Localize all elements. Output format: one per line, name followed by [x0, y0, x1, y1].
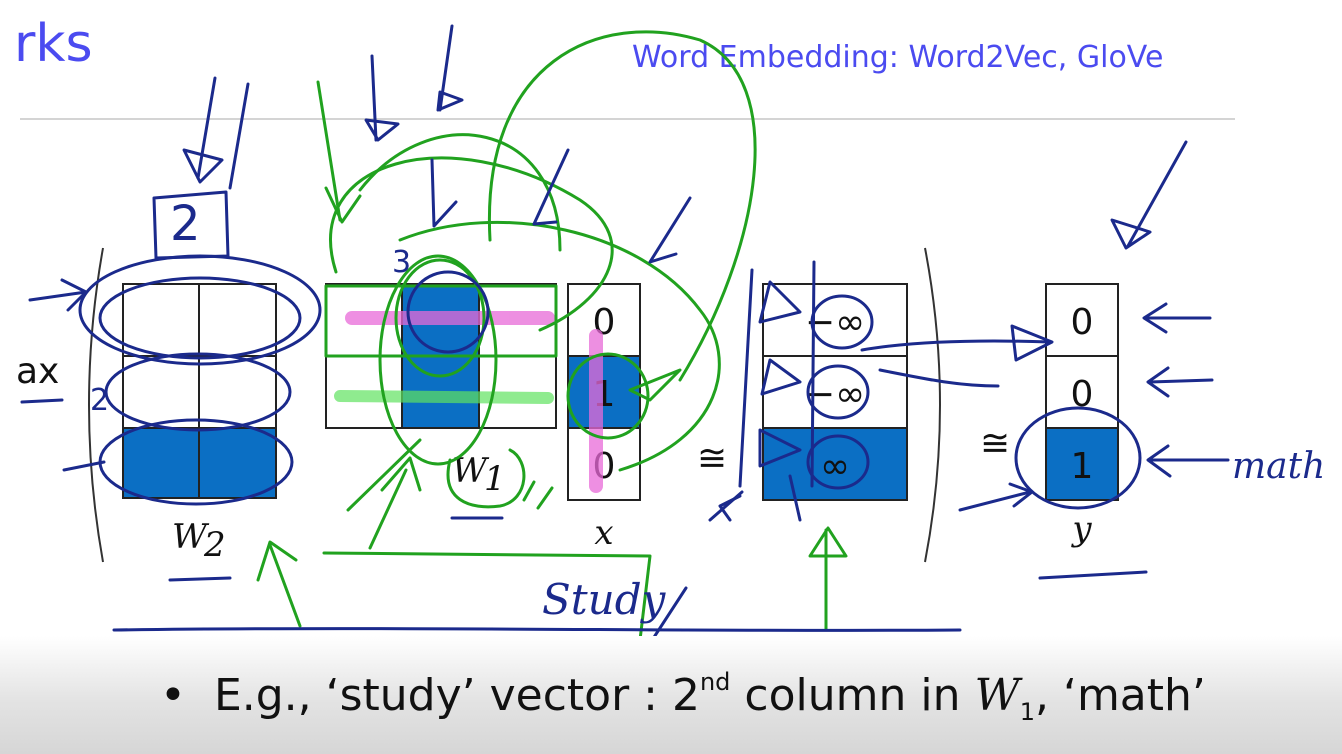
- bottom-band: [0, 636, 1342, 754]
- y-frame: [1045, 283, 1119, 501]
- handwritten-two: 2: [170, 196, 201, 252]
- w2-label-sub: 2: [203, 525, 226, 565]
- bullet-ordinal: nd: [699, 668, 731, 696]
- green-ink-annotations: [256, 30, 848, 642]
- w2-matrix: W 2: [122, 283, 277, 565]
- right-paren: [924, 247, 941, 563]
- x-label: x: [594, 513, 613, 553]
- handwritten-two-left: 2: [90, 383, 109, 418]
- y-vector: 0 0 1 y: [1045, 283, 1119, 549]
- bullet-mid: column in: [730, 670, 975, 721]
- y-value: 0: [1071, 302, 1094, 343]
- bullet-prefix: E.g., ‘study’ vector : 2: [213, 670, 700, 721]
- w2-label: W: [172, 517, 210, 557]
- green-highlighter-strokes: [334, 390, 554, 404]
- y-label: y: [1070, 509, 1092, 549]
- bullet-var-sub: 1: [1019, 697, 1035, 726]
- y-value: 0: [1071, 374, 1094, 415]
- bullet-marker: •: [160, 670, 186, 721]
- bullet-suffix: , ‘math’: [1034, 670, 1206, 721]
- navy-ink-annotations: [20, 24, 1230, 670]
- left-paren: [88, 247, 104, 563]
- approx-symbol: ≅: [980, 423, 1010, 464]
- y-highlight-cell: [1046, 428, 1118, 500]
- y-value: 1: [1071, 446, 1094, 487]
- approx-symbol: ≅: [697, 438, 727, 479]
- slide-subtitle: Word Embedding: Word2Vec, GloVe: [632, 40, 1164, 75]
- handwritten-three: 3: [392, 245, 411, 280]
- slide-title-fragment: rks: [14, 14, 93, 74]
- w1-label-sub: 1: [484, 459, 506, 499]
- left-text-fragment: ax: [16, 351, 59, 392]
- handwritten-study: Study: [542, 575, 667, 624]
- x-vector: 0 1 0 x: [567, 283, 641, 553]
- bullet-var: W: [974, 670, 1020, 721]
- header-divider: [20, 118, 1235, 120]
- z-value: ∞: [820, 446, 850, 487]
- bullet-line: • E.g., ‘study’ vector : 2nd column in W…: [160, 668, 1206, 726]
- handwritten-math: math: [1232, 446, 1325, 487]
- z-vector: −∞ −∞ ∞: [762, 283, 908, 501]
